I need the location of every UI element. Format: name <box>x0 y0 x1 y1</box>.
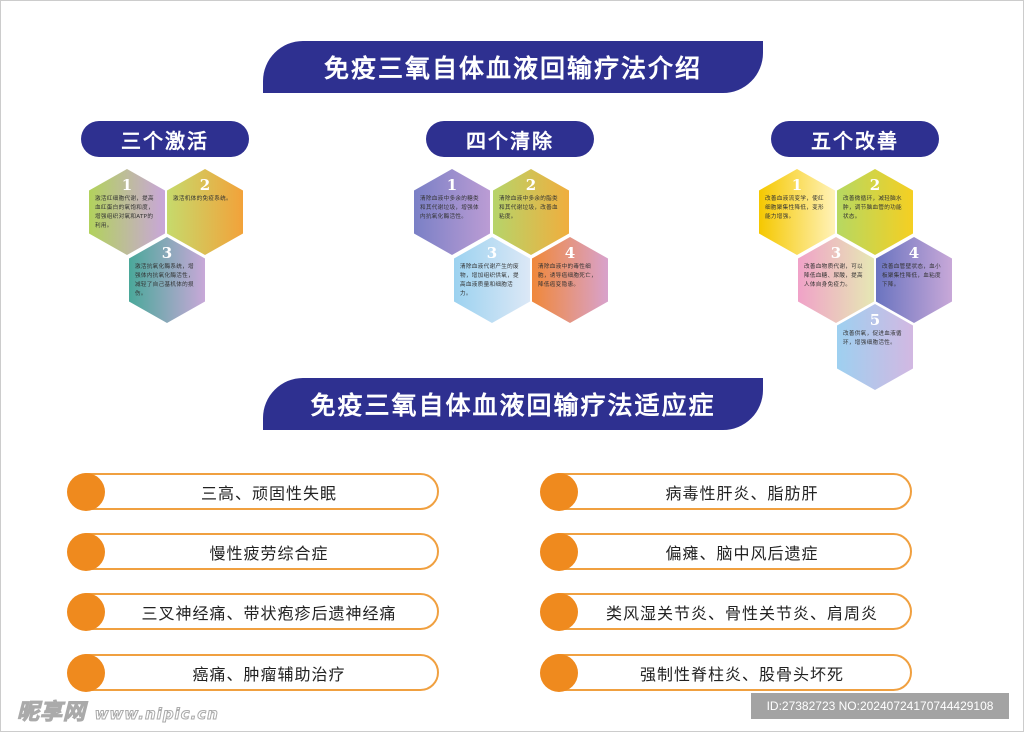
section-label-activate: 三个激活 <box>81 121 249 157</box>
indication-item: 偏瘫、脑中风后遗症 <box>540 533 912 571</box>
hexagon-card: 4 改善血管壁状态，血小板聚集性降低，血粘度下降。 <box>876 237 952 323</box>
orange-dot-icon <box>67 654 105 692</box>
indication-item: 类风湿关节炎、骨性关节炎、肩周炎 <box>540 593 912 631</box>
indication-text: 类风湿关节炎、骨性关节炎、肩周炎 <box>605 603 878 623</box>
hexagon-text: 改善血液流变学，使红细胞聚集性降低，变形能力增强。 <box>765 196 824 220</box>
indication-item: 三高、顽固性失眠 <box>67 473 439 511</box>
indication-text: 强制性脊柱炎、股骨头坏死 <box>639 664 844 684</box>
hexagon-number: 2 <box>525 176 537 194</box>
hexagon-number: 5 <box>869 311 881 329</box>
hexagon-card: 2 激活机体的免疫系统。 <box>167 169 243 255</box>
hexagon-card: 1 激活红细胞代谢，提高血红蛋白的氧饱和度，增强组织对氧和ATP的利用。 <box>89 169 165 255</box>
indication-text: 慢性疲劳综合症 <box>209 543 329 563</box>
hexagon-card: 1 改善血液流变学，使红细胞聚集性降低，变形能力增强。 <box>759 169 835 255</box>
indication-text: 病毒性肝炎、脂肪肝 <box>665 483 819 503</box>
hexagon-text: 激活机体的免疫系统。 <box>173 196 232 202</box>
hexagon-text: 激活抗氧化酶系统，增强体内抗氧化酶活性，减轻了自己基机体的损伤。 <box>135 264 194 297</box>
orange-dot-icon <box>540 473 578 511</box>
indications-title-banner: 免疫三氧自体血液回输疗法适应症 <box>263 378 763 430</box>
hexagon-number: 2 <box>199 176 211 194</box>
hexagon-number: 4 <box>564 244 576 262</box>
watermark-id: ID:27382723 NO:20240724170744429108 <box>751 693 1009 719</box>
indication-item: 慢性疲劳综合症 <box>67 533 439 571</box>
indication-item: 癌痛、肿瘤辅助治疗 <box>67 654 439 692</box>
orange-dot-icon <box>67 593 105 631</box>
hexagon-number: 1 <box>121 176 133 194</box>
hexagon-text: 改善血管壁状态，血小板聚集性降低，血粘度下降。 <box>882 264 941 288</box>
section-label-improve: 五个改善 <box>771 121 939 157</box>
section-label-clear: 四个清除 <box>426 121 594 157</box>
hexagon-text: 改善血物质代谢，可以降低血糖、尿酸，提高人体自身免疫力。 <box>804 264 863 288</box>
indication-text: 三高、顽固性失眠 <box>200 483 337 503</box>
watermark-logo: 昵享网 www.nipic.cn <box>16 694 219 726</box>
watermark-url: www.nipic.cn <box>94 705 219 724</box>
hexagon-text: 清除血液代谢产生的废物，增加组织供氧，提高血液质量和细胞活力。 <box>460 264 519 297</box>
hexagon-text: 清除血液中多余的糖类和其代谢垃圾，增强体内抗氧化酶活性。 <box>420 196 479 220</box>
hexagon-card: 3 清除血液代谢产生的废物，增加组织供氧，提高血液质量和细胞活力。 <box>454 237 530 323</box>
hexagon-number: 3 <box>830 244 842 262</box>
hexagon-number: 2 <box>869 176 881 194</box>
hexagon-card: 3 激活抗氧化酶系统，增强体内抗氧化酶活性，减轻了自己基机体的损伤。 <box>129 237 205 323</box>
hexagon-card: 5 改善供氧，促进血液循环，增强细胞活性。 <box>837 304 913 390</box>
hexagon-text: 激活红细胞代谢，提高血红蛋白的氧饱和度，增强组织对氧和ATP的利用。 <box>95 196 154 229</box>
hexagon-card: 2 改善微循环，减轻脑水肿，调节脑血管的功能状态。 <box>837 169 913 255</box>
orange-dot-icon <box>67 533 105 571</box>
indication-text: 偏瘫、脑中风后遗症 <box>665 543 819 563</box>
indication-text: 三叉神经痛、带状疱疹后遗神经痛 <box>141 603 397 623</box>
orange-dot-icon <box>540 533 578 571</box>
indication-item: 强制性脊柱炎、股骨头坏死 <box>540 654 912 692</box>
indication-item: 病毒性肝炎、脂肪肝 <box>540 473 912 511</box>
hexagon-number: 4 <box>908 244 920 262</box>
indication-item: 三叉神经痛、带状疱疹后遗神经痛 <box>67 593 439 631</box>
hexagon-card: 4 清除血液中的毒性细胞，诱导癌细胞死亡，降低癌变隐患。 <box>532 237 608 323</box>
watermark-logo-text: 昵享网 <box>16 700 87 726</box>
orange-dot-icon <box>540 593 578 631</box>
intro-title-banner: 免疫三氧自体血液回输疗法介绍 <box>263 41 763 93</box>
hexagon-text: 清除血液中的毒性细胞，诱导癌细胞死亡，降低癌变隐患。 <box>538 264 597 288</box>
hexagon-text: 改善供氧，促进血液循环，增强细胞活性。 <box>843 331 902 346</box>
hexagon-card: 3 改善血物质代谢，可以降低血糖、尿酸，提高人体自身免疫力。 <box>798 237 874 323</box>
hexagon-text: 清除血液中多余的脂类和其代谢垃圾，改善血粘度。 <box>499 196 558 220</box>
hexagon-number: 1 <box>446 176 458 194</box>
orange-dot-icon <box>540 654 578 692</box>
indication-text: 癌痛、肿瘤辅助治疗 <box>192 664 346 684</box>
orange-dot-icon <box>67 473 105 511</box>
hexagon-number: 3 <box>161 244 173 262</box>
hexagon-number: 1 <box>791 176 803 194</box>
hexagon-card: 1 清除血液中多余的糖类和其代谢垃圾，增强体内抗氧化酶活性。 <box>414 169 490 255</box>
hexagon-text: 改善微循环，减轻脑水肿，调节脑血管的功能状态。 <box>843 196 902 220</box>
hexagon-number: 3 <box>486 244 498 262</box>
hexagon-card: 2 清除血液中多余的脂类和其代谢垃圾，改善血粘度。 <box>493 169 569 255</box>
